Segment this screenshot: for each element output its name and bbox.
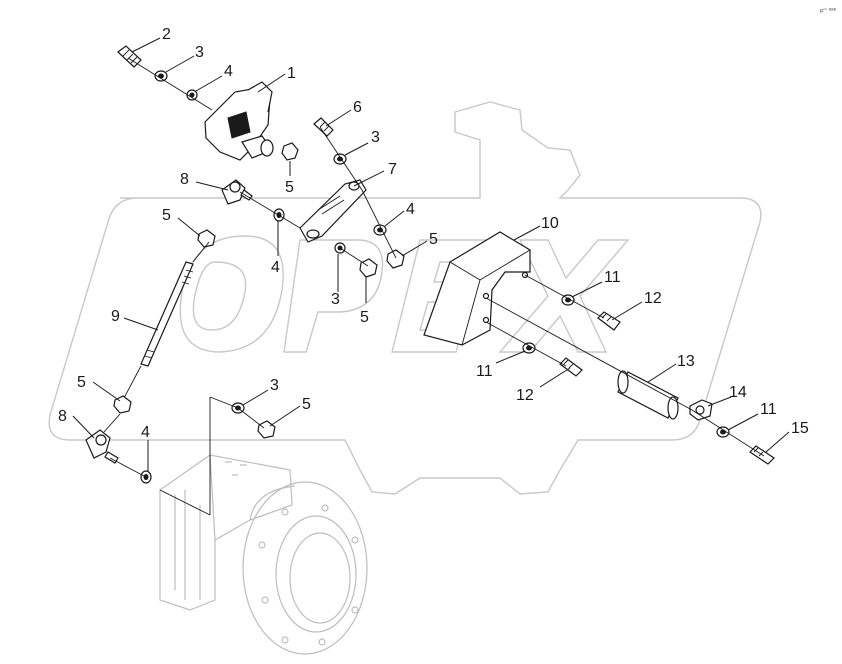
callout-4: 4 — [406, 201, 415, 218]
part-10-cover — [423, 231, 531, 346]
callout-4: 4 — [271, 259, 280, 276]
callout-1: 1 — [287, 65, 296, 82]
callout-12: 12 — [644, 290, 662, 307]
callout-5: 5 — [429, 231, 438, 248]
callout-9: 9 — [111, 308, 120, 325]
callout-4: 4 — [141, 424, 150, 441]
callout-8: 8 — [180, 171, 189, 188]
callout-5: 5 — [162, 207, 171, 224]
callout-11: 11 — [760, 401, 777, 418]
part-6-screw — [313, 117, 334, 137]
part-9-rod — [123, 241, 210, 399]
callout-15: 15 — [791, 420, 809, 437]
part-5-nut — [197, 229, 216, 248]
part-5-nut — [386, 249, 405, 269]
corner-mark: pᵒᵒ ººº — [820, 8, 837, 14]
callout-3: 3 — [270, 377, 279, 394]
callout-10: 10 — [541, 215, 559, 232]
part-3-washer — [333, 153, 347, 165]
callout-4: 4 — [224, 63, 233, 80]
callout-3: 3 — [331, 291, 340, 308]
part-13-sleeve — [617, 370, 679, 420]
leader-lines — [72, 37, 790, 472]
callout-3: 3 — [195, 44, 204, 61]
callout-labels: 2 3 4 1 5 6 3 7 8 5 4 4 5 3 5 9 10 11 12… — [58, 26, 809, 441]
assembly-axis-lines — [109, 57, 765, 516]
part-5-nut — [281, 142, 299, 161]
part-5-nut — [257, 420, 276, 439]
gearbox-housing-ghost — [159, 454, 368, 655]
callout-12: 12 — [516, 387, 534, 404]
callout-8: 8 — [58, 408, 67, 425]
part-12-screw — [559, 357, 583, 377]
callout-3: 3 — [371, 129, 380, 146]
callout-5: 5 — [77, 374, 86, 391]
callout-2: 2 — [162, 26, 171, 43]
part-8-ball-joint — [85, 413, 121, 464]
callout-5: 5 — [285, 179, 294, 196]
callout-11: 11 — [476, 363, 493, 380]
callout-11: 11 — [604, 269, 621, 286]
part-5-nut — [359, 258, 378, 278]
part-12-screw — [597, 311, 621, 331]
part-8-ball-joint — [221, 179, 253, 205]
callout-13: 13 — [677, 353, 695, 370]
callout-14: 14 — [729, 384, 747, 401]
callout-5: 5 — [302, 396, 311, 413]
part-14-clip — [689, 399, 713, 421]
callout-6: 6 — [353, 99, 362, 116]
part-1-sensor — [204, 81, 274, 161]
part-2-screw — [117, 45, 142, 68]
callout-5: 5 — [360, 309, 369, 326]
callout-7: 7 — [388, 161, 397, 178]
part-7-bracket — [299, 179, 367, 243]
